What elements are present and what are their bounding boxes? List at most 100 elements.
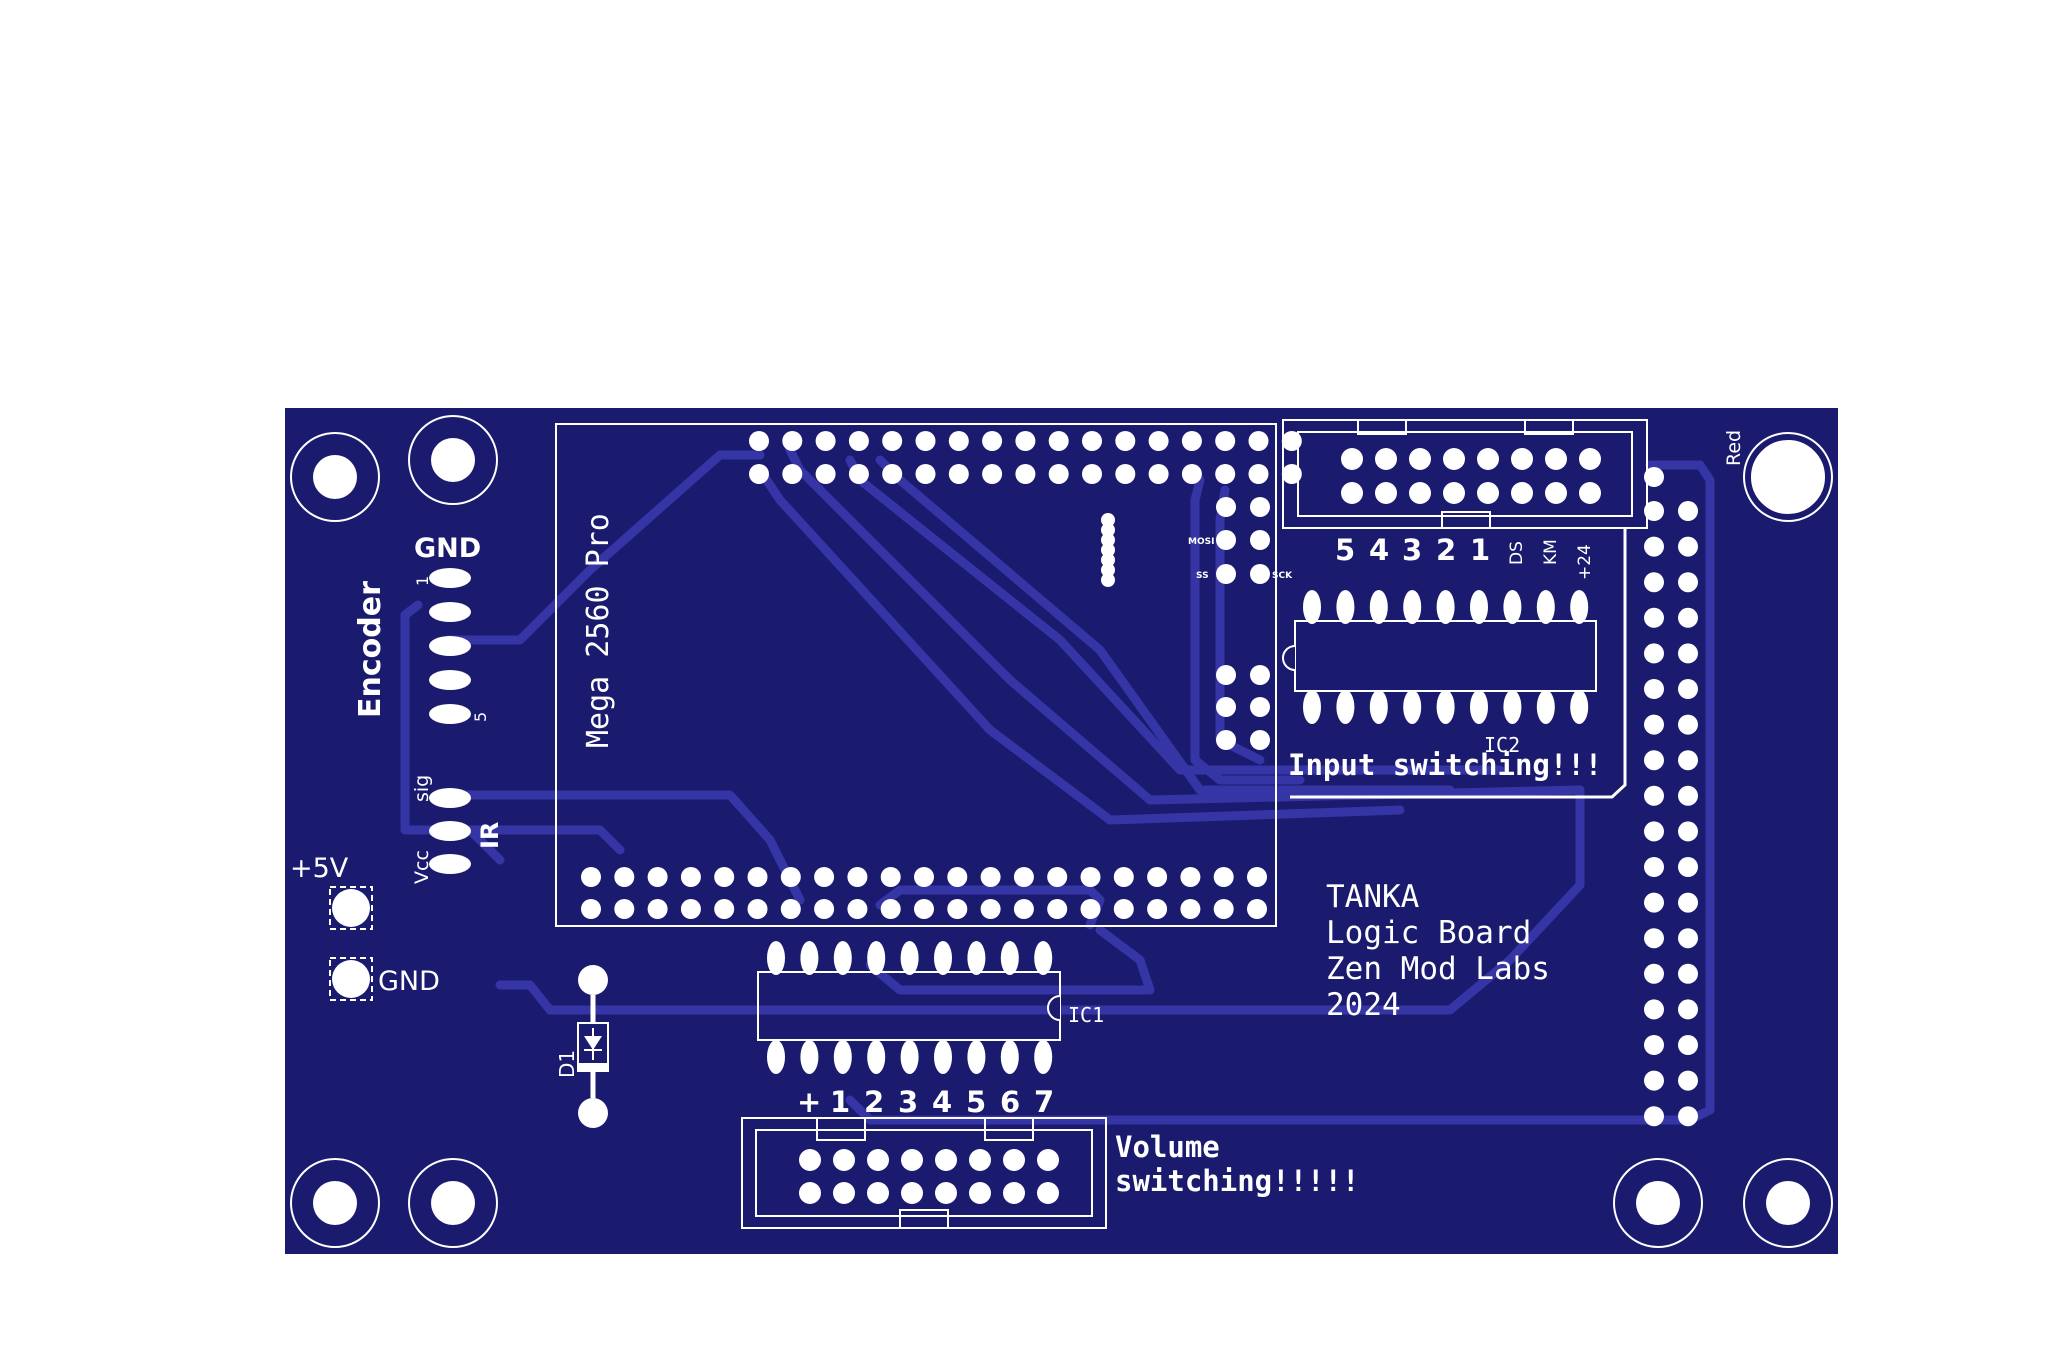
mega-pad	[1082, 464, 1102, 484]
mega-pad	[1080, 899, 1101, 919]
mega-pad	[1047, 867, 1068, 887]
top-pin-label-24: +24	[1575, 544, 1595, 580]
mega-pad	[780, 867, 801, 887]
idc-pad	[1545, 482, 1567, 504]
top-pin-label-ds: DS	[1507, 541, 1527, 565]
ss-label: SS	[1196, 571, 1209, 581]
encoder-pad	[429, 636, 471, 656]
header-pad	[1678, 963, 1698, 984]
mega-pad	[782, 431, 803, 451]
header-pad	[1644, 963, 1664, 984]
input-switching-bracket	[1290, 528, 1627, 799]
mega-pad	[749, 431, 769, 451]
mega-pad	[948, 431, 969, 451]
top-pin-label-km: KM	[1541, 539, 1561, 565]
header-pad	[1644, 679, 1664, 699]
mega-pad	[982, 431, 1003, 451]
mega-pad	[814, 899, 835, 919]
top-connector-pin-labels: 5 4 3 2 1 DS KM +24	[1335, 533, 1595, 580]
mega-pad	[680, 899, 701, 919]
mega-top-header	[749, 431, 1302, 484]
mega-pad	[880, 899, 901, 919]
mega-pad	[1216, 564, 1236, 584]
encoder-header	[429, 568, 471, 724]
header-pad	[1644, 785, 1664, 806]
ic-pin	[867, 1040, 886, 1074]
mega-pad	[1015, 431, 1036, 451]
mega-pad	[1215, 464, 1236, 484]
right-header	[1644, 467, 1698, 1127]
idc-pad	[1545, 448, 1567, 470]
ic-pin	[967, 1040, 986, 1074]
ic-pin	[1034, 1040, 1053, 1074]
mega-pad	[914, 867, 934, 887]
idc-pad	[1511, 448, 1533, 470]
mega-pad	[1216, 497, 1236, 517]
mega-pad	[847, 899, 868, 919]
idc-pad	[1341, 448, 1363, 470]
mega-pad	[1147, 867, 1168, 887]
header-pad	[1678, 643, 1698, 664]
mega-pad	[1113, 899, 1134, 919]
ic-pin	[1403, 690, 1422, 724]
encoder-pad	[429, 704, 471, 724]
mount-hole-bl	[290, 1158, 380, 1248]
ic-pin	[1000, 941, 1019, 975]
ic-pin	[833, 1040, 852, 1074]
mega-pad	[848, 431, 869, 451]
idc-pad	[1409, 482, 1431, 504]
ic-pin	[900, 1040, 919, 1074]
mega-pad	[1181, 431, 1202, 451]
test-pad	[1101, 543, 1115, 557]
idc-pad	[1003, 1149, 1025, 1171]
ic-pin	[1336, 690, 1355, 724]
idc-pad	[1477, 482, 1499, 504]
mega-pad	[1180, 899, 1201, 919]
title-line-4: 2024	[1326, 987, 1401, 1023]
header-pad	[1644, 892, 1664, 913]
mega-pad	[1216, 697, 1236, 717]
mega-pad	[1013, 899, 1034, 919]
header-pad	[1678, 679, 1698, 699]
volume-label-2: switching!!!!!	[1115, 1164, 1359, 1198]
ic-pin	[1536, 590, 1555, 624]
gnd-top-label: GND	[414, 533, 481, 564]
mount-hole-bl2	[408, 1158, 498, 1248]
mega-label: Mega 2560 Pro	[581, 513, 616, 748]
mega-pad	[1250, 530, 1270, 550]
mega-pad	[1148, 464, 1169, 484]
idc-pad	[867, 1149, 889, 1171]
ic-pin	[1000, 1040, 1019, 1074]
encoder-label: Encoder	[353, 581, 388, 718]
mega-pad	[1250, 564, 1270, 584]
ic1-chip	[757, 941, 1061, 1074]
mount-hole-br	[1743, 1158, 1833, 1248]
header-pad	[1644, 536, 1664, 557]
bottom-pin-label-4: 4	[932, 1085, 952, 1119]
ic-pin	[1470, 590, 1488, 624]
mega-pad	[1115, 464, 1136, 484]
header-pad	[1678, 536, 1698, 557]
pin1-label: 1	[413, 576, 432, 586]
header-pad	[1644, 501, 1664, 521]
ic-pin	[1403, 590, 1422, 624]
mega-pad	[614, 899, 635, 919]
header-pad	[1644, 467, 1664, 487]
mega-pad	[1082, 431, 1102, 451]
mega-pad	[982, 464, 1003, 484]
mega-pad	[747, 899, 768, 919]
header-pad	[1644, 821, 1664, 842]
idc-pad	[867, 1182, 889, 1204]
idc-pad	[1375, 482, 1397, 504]
idc-pad	[833, 1149, 855, 1171]
mega-pad	[1248, 464, 1269, 484]
mega-pad	[581, 867, 601, 887]
title-block: TANKA Logic Board Zen Mod Labs 2024	[1326, 879, 1550, 1023]
mega-pad	[782, 464, 803, 484]
mega-pad	[1048, 431, 1069, 451]
mega-pad	[1281, 464, 1302, 484]
ic2-chip	[1282, 590, 1597, 724]
header-pad	[1644, 1035, 1664, 1055]
ic-pin	[1570, 690, 1589, 724]
